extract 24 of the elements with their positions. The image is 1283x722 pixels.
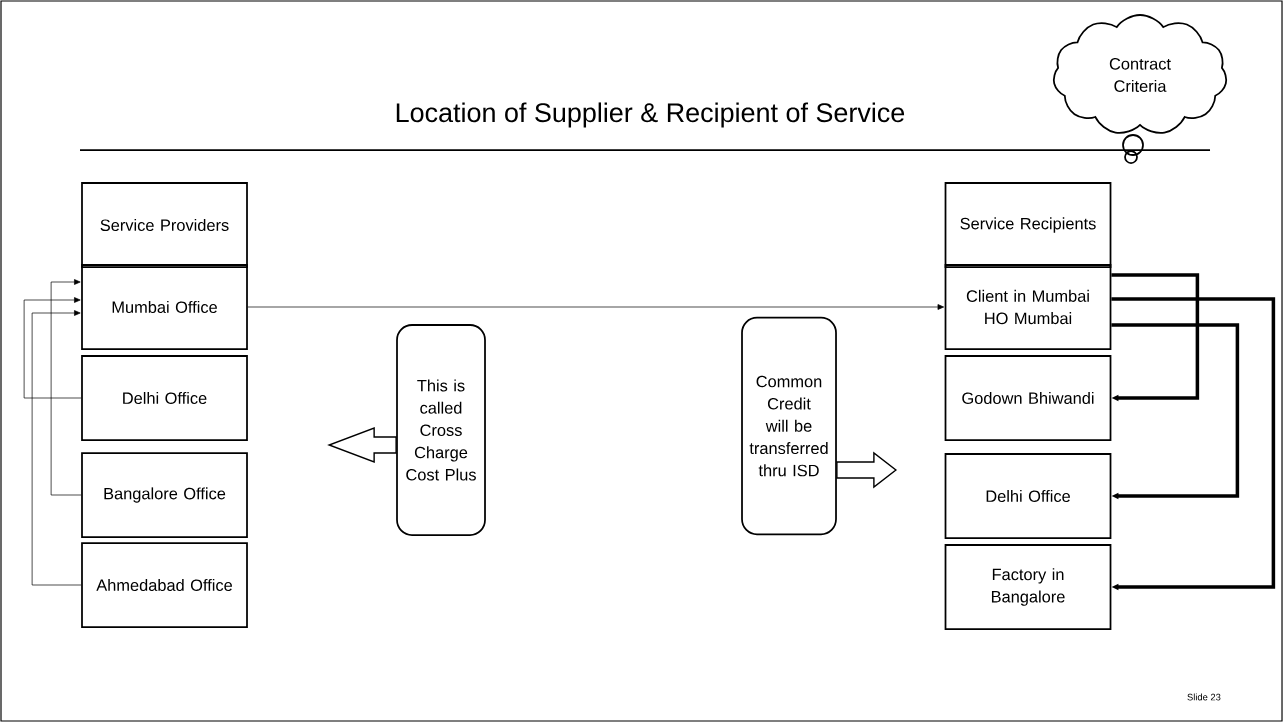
office-box: Service Recipients [944,182,1112,268]
callout-box: This is called Cross Charge Cost Plus [396,324,486,536]
thought-cloud: Contract Criteria [1053,14,1228,164]
arrow [247,304,945,310]
arrow [50,279,82,496]
arrow [23,297,82,399]
arrow [31,310,82,586]
slide-number: Slide 23 [1187,693,1221,701]
office-box: Delhi Office [944,453,1112,539]
office-box: Mumbai Office [81,264,248,350]
block-arrow [836,451,898,489]
office-box: Service Providers [81,182,248,268]
slide-title: Location of Supplier & Recipient of Service [396,102,905,128]
arrow [1111,273,1200,402]
arrow [1111,297,1276,591]
office-box: Delhi Office [81,355,248,441]
office-box: Bangalore Office [81,452,248,538]
office-box: Ahmedabad Office [81,542,248,628]
callout-box: Common Credit will be transferred thru ISD [741,316,837,536]
office-box: Godown Bhiwandi [944,355,1112,441]
office-box: Factory in Bangalore [944,544,1112,630]
arrow [1111,323,1240,500]
block-arrow [327,427,397,464]
office-box: Client in Mumbai HO Mumbai [944,264,1112,350]
